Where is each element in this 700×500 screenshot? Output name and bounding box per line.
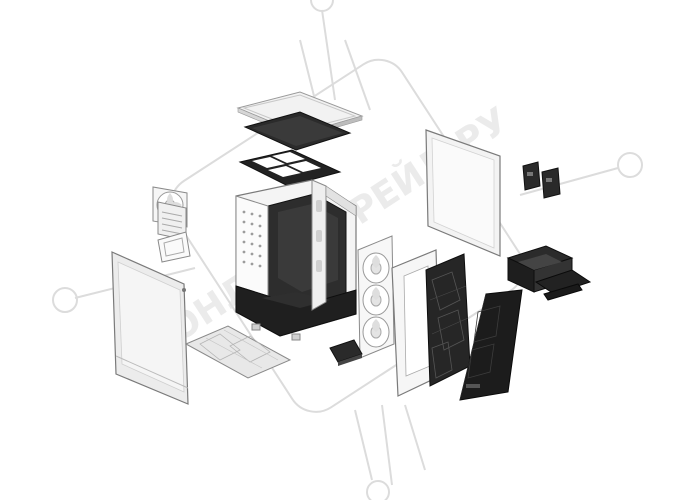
bottom-bracket xyxy=(329,339,363,366)
bottom-dust-filter xyxy=(184,325,292,379)
front-fan-1 xyxy=(362,252,390,284)
right-side-panel xyxy=(425,129,501,257)
hdd-tray xyxy=(534,269,592,301)
top-tray xyxy=(243,111,352,151)
front-panel xyxy=(459,289,523,401)
main-chassis xyxy=(235,179,357,341)
left-glass-panel xyxy=(111,251,189,405)
small-bracket xyxy=(157,231,191,263)
front-fan-3 xyxy=(362,316,390,348)
ssd-brackets xyxy=(522,161,561,199)
top-bracket xyxy=(238,149,342,187)
front-fans xyxy=(357,235,395,359)
front-fan-2 xyxy=(362,284,390,316)
front-mesh-filter xyxy=(425,253,471,387)
